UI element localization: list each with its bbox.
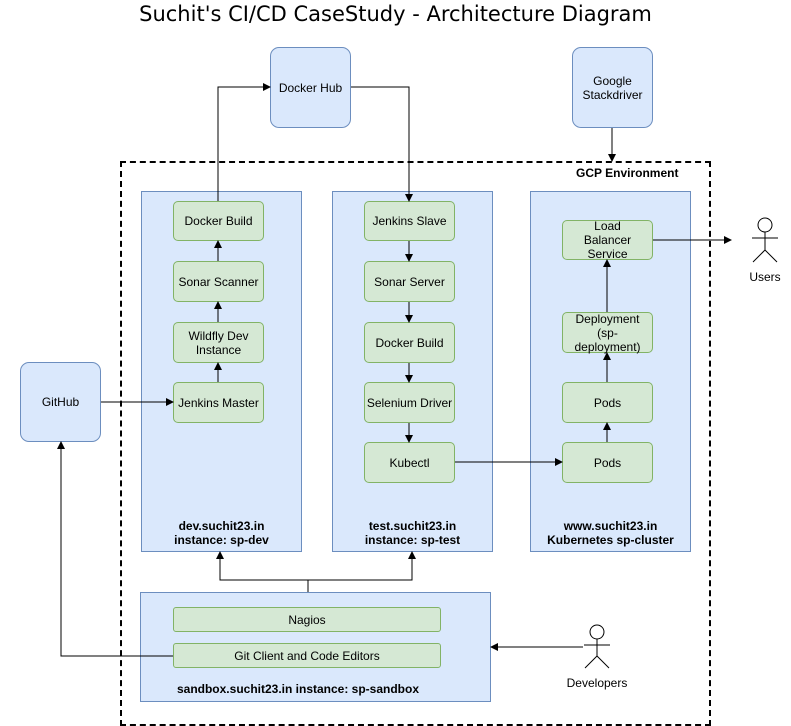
dev-docker-build-node: Docker Build [173, 201, 264, 241]
dev-label-host: dev.suchit23.in [178, 519, 265, 533]
pods-upper-node: Pods [562, 382, 653, 423]
test-label-instance: instance: sp-test [364, 533, 461, 547]
selenium-driver-node: Selenium Driver [364, 382, 455, 423]
gcp-environment-label: GCP Environment [576, 166, 679, 180]
nagios-node: Nagios [173, 607, 441, 632]
sonar-scanner-node: Sonar Scanner [173, 261, 264, 302]
arrow-dev-build-to-docker-hub [217, 83, 271, 201]
dev-label-instance: instance: sp-dev [174, 533, 269, 547]
load-balancer-service-node: Load Balancer Service [562, 219, 653, 261]
arrow-docker-hub-to-jenkins-slave [351, 86, 413, 202]
test-panel-label: test.suchit23.in instance: sp-test [332, 519, 493, 547]
developers-actor-icon [584, 624, 610, 669]
wildfly-dev-instance-node: Wildfly Dev Instance [173, 322, 264, 363]
google-stackdriver-node: Google Stackdriver [572, 47, 653, 128]
git-client-node: Git Client and Code Editors [173, 643, 441, 668]
prod-panel-label: www.suchit23.in Kubernetes sp-cluster [530, 519, 691, 547]
test-label-host: test.suchit23.in [368, 519, 457, 533]
developers-label: Developers [566, 676, 628, 690]
prod-label-host: www.suchit23.in [563, 519, 658, 533]
test-panel [332, 191, 493, 552]
docker-hub-node: Docker Hub [270, 47, 351, 128]
dev-panel [141, 191, 302, 552]
arrow-git-client-to-github [57, 441, 173, 657]
dev-panel-label: dev.suchit23.in instance: sp-dev [141, 519, 302, 547]
pods-lower-node: Pods [562, 442, 653, 483]
sandbox-panel-label: sandbox.suchit23.in instance: sp-sandbox [176, 682, 420, 696]
users-actor-icon [752, 217, 778, 263]
jenkins-master-node: Jenkins Master [173, 382, 264, 423]
prod-label-cluster: Kubernetes sp-cluster [547, 533, 674, 547]
arrow-sandbox-to-test [308, 551, 416, 581]
kubectl-node: Kubectl [364, 442, 455, 483]
sonar-server-node: Sonar Server [364, 261, 455, 302]
arrow-sandbox-to-dev [216, 551, 308, 581]
diagram-title: Suchit's CI/CD CaseStudy - Architecture … [139, 2, 652, 26]
users-label: Users [749, 270, 781, 284]
github-node: GitHub [20, 362, 101, 442]
